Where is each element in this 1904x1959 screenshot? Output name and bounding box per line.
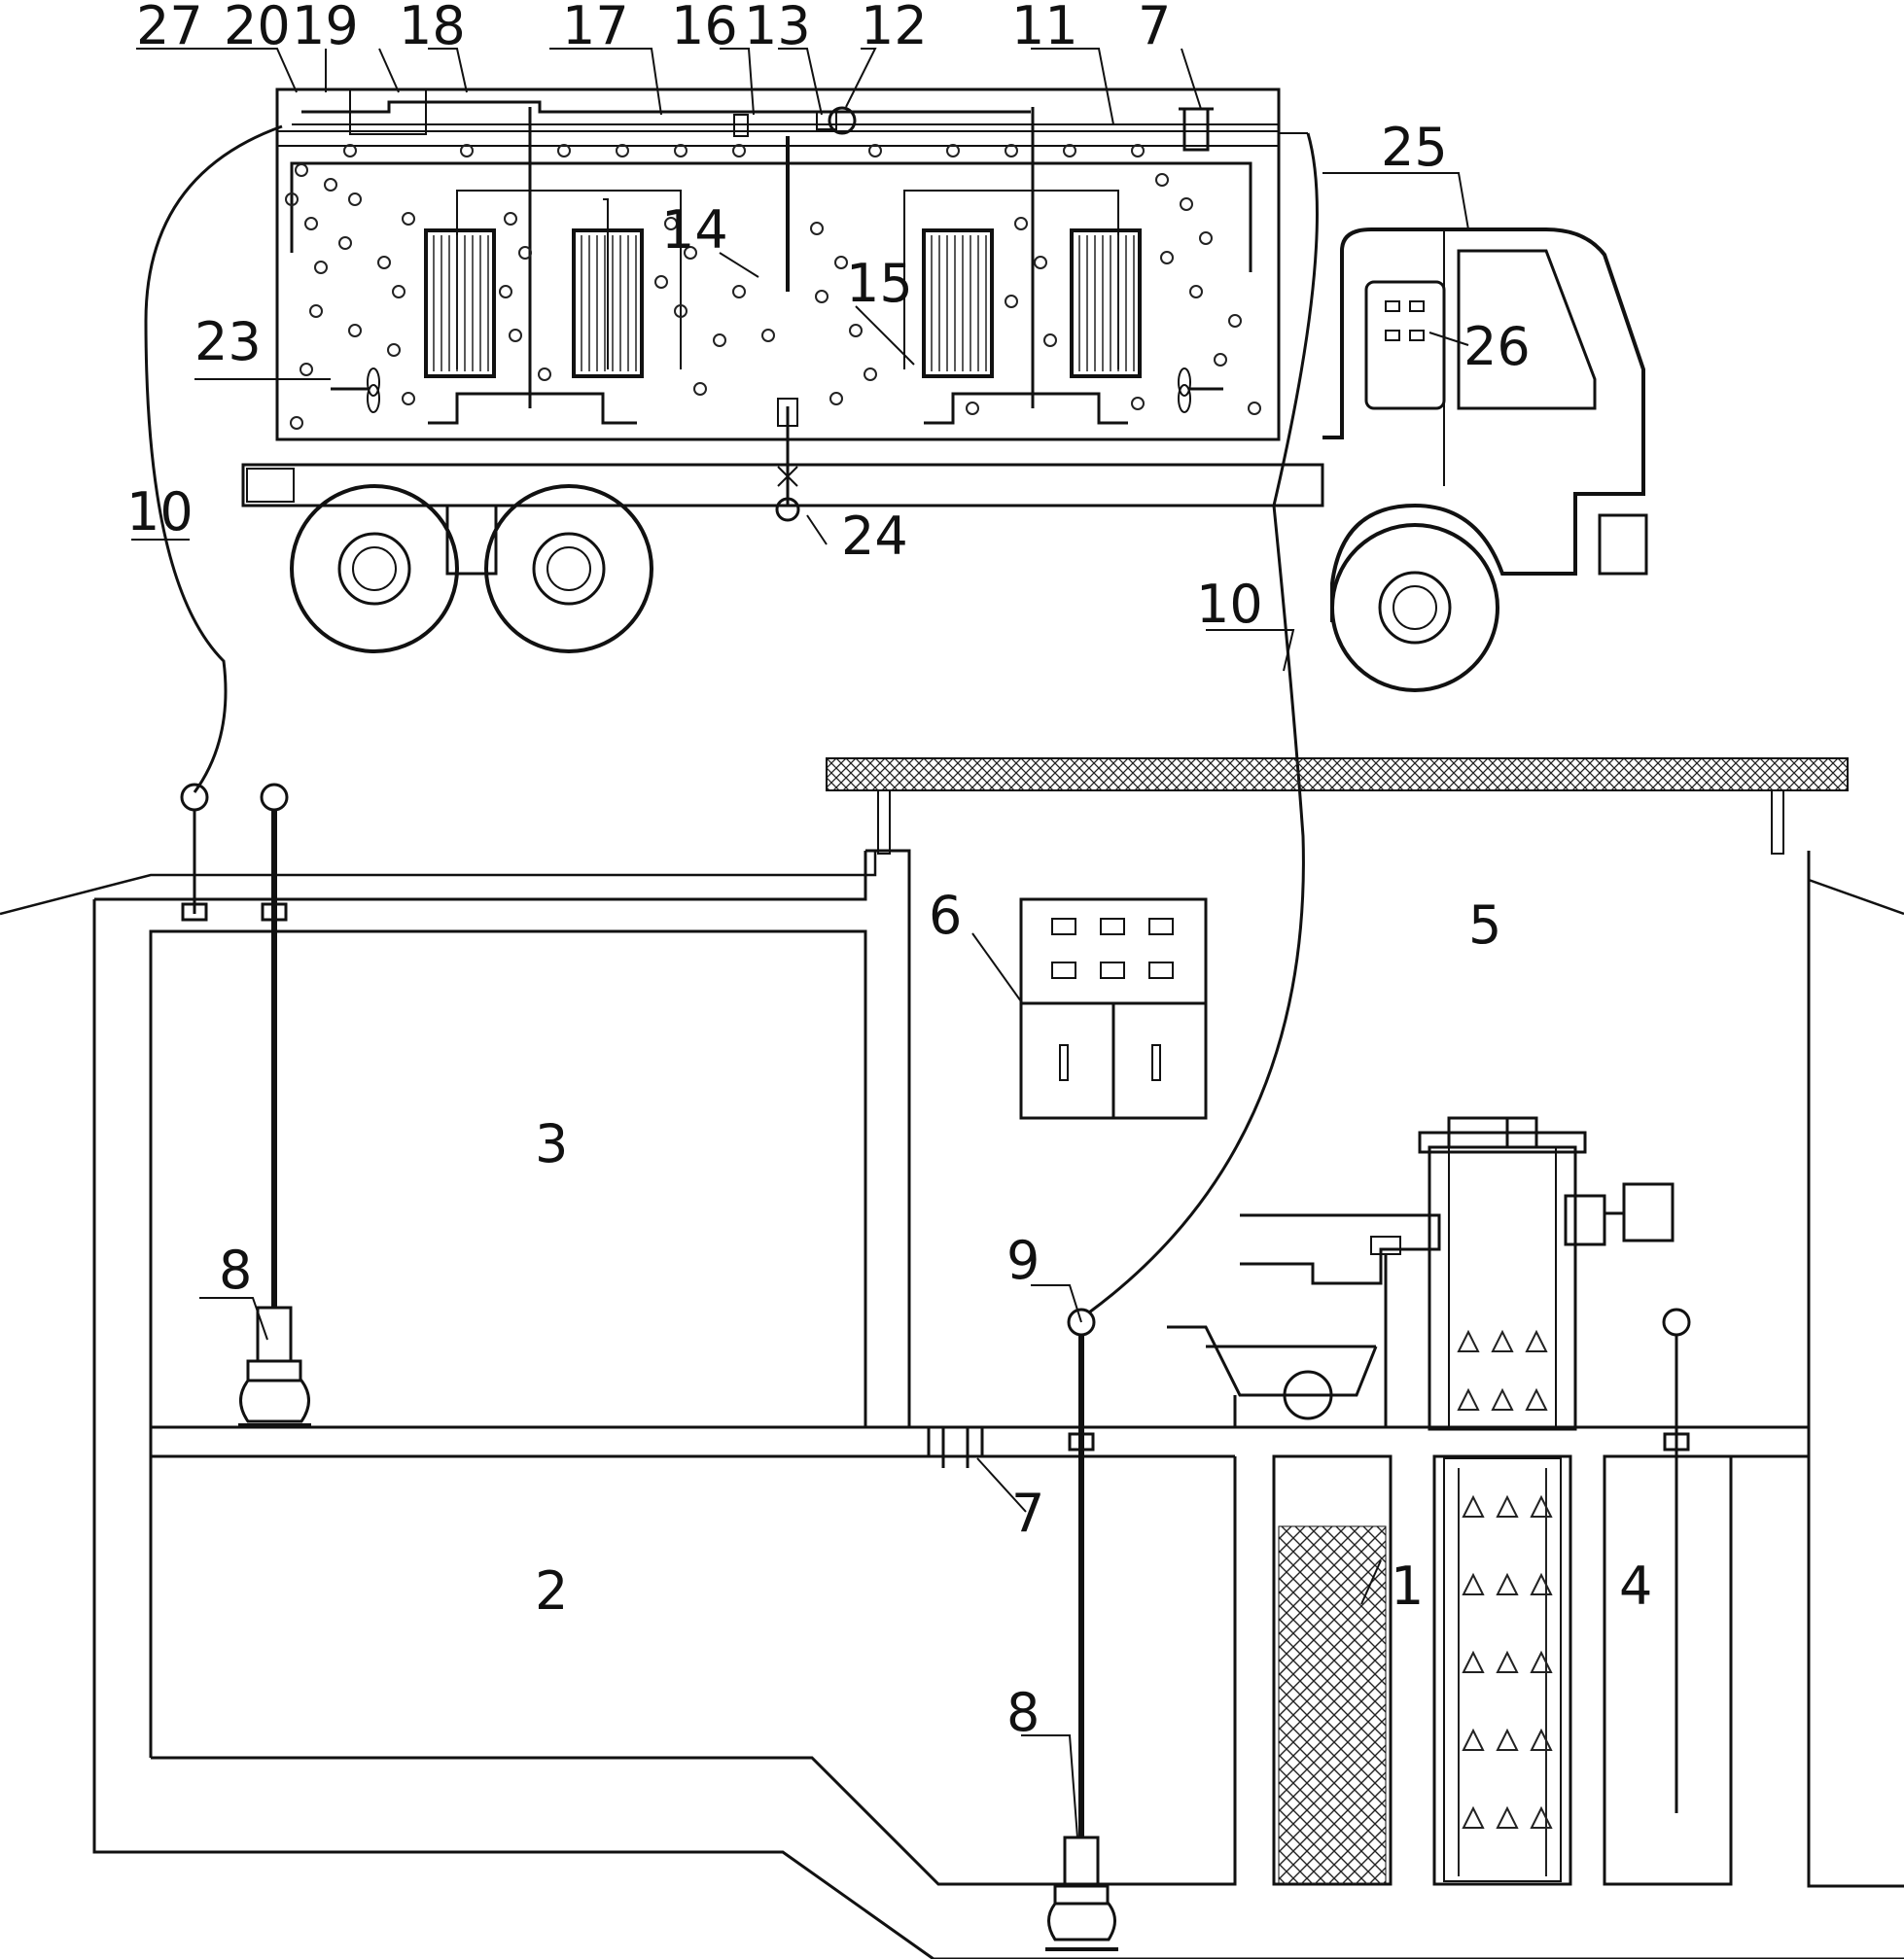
label-12: 12 xyxy=(861,0,928,56)
label-10-left: 10 xyxy=(126,481,194,542)
label-13: 13 xyxy=(744,0,811,56)
label-17: 17 xyxy=(562,0,629,56)
label-4: 4 xyxy=(1619,1556,1652,1617)
floor-valve xyxy=(927,1425,984,1468)
label-8-bottom: 8 xyxy=(1006,1682,1040,1743)
label-8-left: 8 xyxy=(219,1240,252,1301)
label-23: 23 xyxy=(194,311,262,372)
membrane-module xyxy=(922,228,994,378)
wheel xyxy=(484,484,653,653)
label-16: 16 xyxy=(671,0,738,56)
membrane-module xyxy=(424,228,496,378)
label-19: 19 xyxy=(292,0,359,56)
bar-screen-machine xyxy=(1167,1116,1675,1882)
truck-tank xyxy=(275,87,1308,522)
mixer-icon xyxy=(331,367,380,413)
wheel xyxy=(1330,523,1499,692)
label-7-mid: 7 xyxy=(1011,1483,1044,1544)
label-14: 14 xyxy=(661,199,728,261)
wheel xyxy=(290,484,459,653)
membrane-module xyxy=(572,228,644,378)
truck-cab xyxy=(1322,227,1648,622)
label-26: 26 xyxy=(1463,316,1531,377)
label-6: 6 xyxy=(929,885,962,946)
label-27: 27 xyxy=(136,0,203,56)
control-cabinet xyxy=(1019,897,1208,1120)
label-20: 20 xyxy=(224,0,291,56)
label-3: 3 xyxy=(535,1113,568,1174)
label-15: 15 xyxy=(846,253,913,314)
mixer-icon xyxy=(1178,367,1223,413)
label-9: 9 xyxy=(1006,1230,1040,1291)
submersible-pump-icon xyxy=(238,1306,311,1427)
riser-pipes xyxy=(180,783,1691,1837)
aeration-bubbles xyxy=(285,144,1261,430)
membrane-module xyxy=(1070,228,1142,378)
label-18: 18 xyxy=(399,0,466,56)
label-11: 11 xyxy=(1011,0,1078,56)
label-2: 2 xyxy=(535,1560,568,1622)
label-1: 1 xyxy=(1391,1556,1424,1617)
hose-left xyxy=(144,124,283,793)
label-5: 5 xyxy=(1468,894,1501,956)
label-7-top: 7 xyxy=(1138,0,1171,56)
label-24: 24 xyxy=(841,506,908,567)
submersible-pump-icon xyxy=(1045,1836,1118,1951)
label-25: 25 xyxy=(1381,117,1448,178)
leader-lines xyxy=(131,48,1469,1838)
ground-and-basin xyxy=(0,757,1904,1959)
truck-chassis xyxy=(241,438,1324,576)
hose-right xyxy=(1088,132,1319,1314)
label-10-right: 10 xyxy=(1196,574,1263,635)
